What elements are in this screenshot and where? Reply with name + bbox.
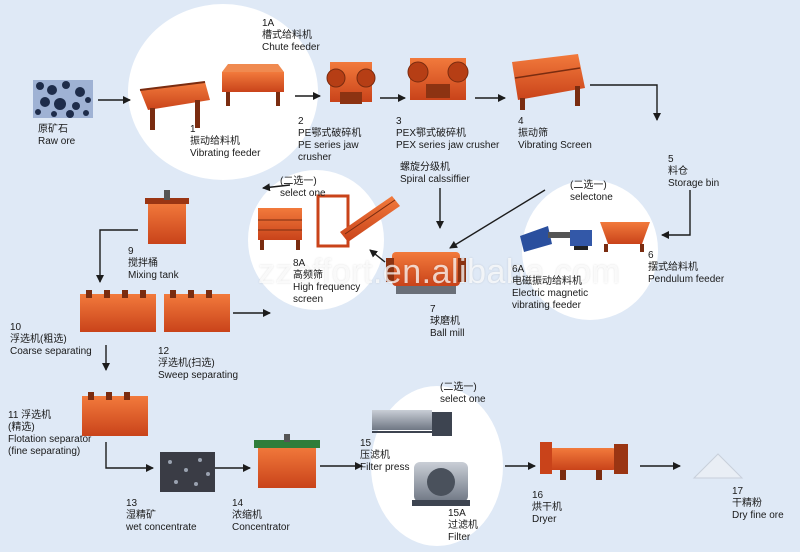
filter-press-image (372, 410, 452, 436)
watermark-text: zzeffort.en.alibaba.com (258, 253, 621, 291)
wet-concentrate-image (160, 452, 215, 492)
raw-ore-image (33, 80, 93, 118)
electric-feeder-image (520, 226, 592, 252)
spiral-classifier-image (316, 194, 400, 248)
pendulum-feeder-image (600, 222, 650, 252)
ball-mill-image (386, 252, 466, 294)
concentrator-image (254, 434, 320, 488)
pe-crusher-image (326, 62, 376, 104)
coarse-flotation-image (80, 290, 156, 332)
label-select-one-a: (二选一)select one (280, 176, 326, 199)
label-select-one-b: (二选一)selectone (570, 180, 613, 203)
high-frequency-screen-image (258, 208, 302, 250)
filter-image (412, 462, 470, 506)
dry-fine-ore-image (692, 453, 744, 479)
flow-arrows (96, 84, 691, 472)
bubble-screens (248, 170, 384, 310)
label-flotation-separator: 11 浮选机 (精选)Flotation separator(fine sepa… (8, 410, 92, 457)
label-select-one-c: (二选一)select one (440, 382, 486, 405)
vibrating-feeder-image (139, 81, 210, 130)
fine-flotation-image (82, 392, 148, 436)
dryer-image (540, 442, 628, 480)
sweep-flotation-image (164, 290, 230, 332)
chute-feeder-image (222, 64, 284, 106)
vibrating-screen-image (512, 54, 585, 110)
pex-crusher-image (407, 58, 469, 100)
mixing-tank-image (145, 190, 189, 244)
bubble-feeders-b (522, 180, 658, 320)
